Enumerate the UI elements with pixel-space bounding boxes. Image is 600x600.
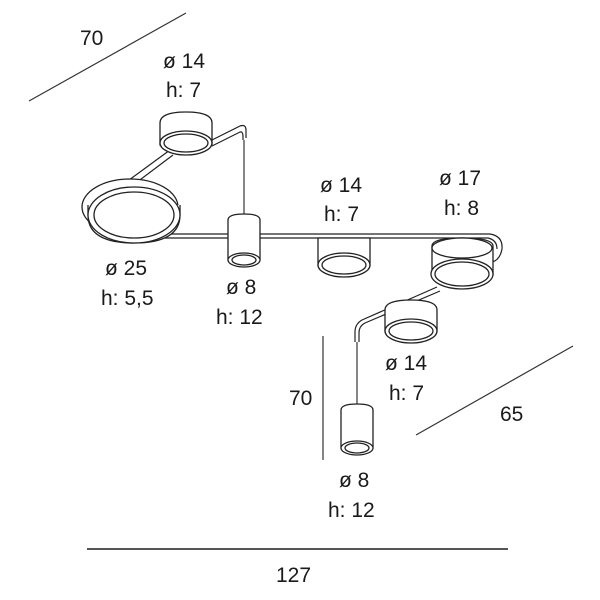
lamp-lens [434, 261, 490, 287]
lamp-diameter-label: ø 17 [439, 167, 481, 190]
lamp-lens [388, 321, 434, 341]
lamp-height-label: h: 5,5 [101, 287, 154, 310]
lamp-top-small: ø 14 h: 7 [159, 50, 213, 156]
lamp-height-label: h: 7 [324, 203, 359, 226]
lamp-height-label: h: 7 [166, 79, 201, 102]
lamp-diameter-label: ø 8 [226, 276, 256, 299]
lamp-right-medium: ø 17 h: 8 [430, 167, 494, 290]
lamp-diameter-label: ø 8 [339, 469, 369, 492]
lamp-lens [163, 133, 209, 153]
lamp-pendant-bottom: ø 8 h: 12 [328, 403, 375, 522]
lamp-lens [321, 255, 367, 275]
lamp-diameter-label: ø 25 [105, 257, 147, 280]
lamp-lower-small: ø 14 h: 7 [384, 299, 438, 405]
lamp-height-label: h: 7 [389, 382, 424, 405]
dimension-depth-top: 70 [28, 12, 187, 102]
lamp-height-label: h: 12 [328, 499, 375, 522]
lamp-top-edge [431, 237, 493, 259]
dimension-line-depth-top [28, 12, 187, 102]
dimension-line-depth-right [415, 345, 574, 436]
dimension-depth-right: 65 [415, 345, 574, 436]
lamp-middle-small: ø 14 h: 7 [317, 174, 371, 278]
lamp-pendant-left: ø 8 h: 12 [216, 213, 263, 329]
lamp-body [340, 403, 374, 449]
lamp-body [227, 213, 261, 261]
dimension-label-drop-height: 70 [289, 387, 312, 410]
dimension-width-total: 127 [87, 548, 508, 587]
rod-top-hook [209, 124, 247, 147]
dimension-label-depth-top: 70 [80, 27, 103, 50]
lamp-lens [344, 442, 370, 454]
lamp-height-label: h: 8 [444, 197, 479, 220]
dimension-label-width-total: 127 [276, 564, 311, 587]
lamp-large-disc: ø 25 h: 5,5 [81, 178, 181, 310]
dimension-drop-height: 70 [289, 336, 324, 460]
lamp-height-label: h: 12 [216, 306, 263, 329]
lamp-diameter-label: ø 14 [320, 174, 362, 197]
dimension-label-depth-right: 65 [500, 403, 523, 426]
lamp-lens [93, 191, 175, 239]
lamp-diameter-label: ø 14 [163, 50, 205, 73]
lamp-diameter-label: ø 14 [385, 352, 427, 375]
lamp-lens [231, 254, 257, 266]
